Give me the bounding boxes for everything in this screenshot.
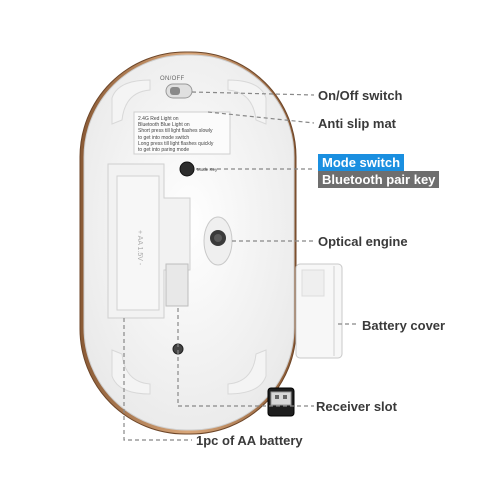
info-plate-text: 2.4G Red Light on Bluetooth Blue Light o… [138,116,226,153]
info-line: Short press till light flashes slowly [138,128,213,135]
info-line: to get into mode switch [138,134,190,141]
anti-slip-pad-top-right [227,79,267,125]
receiver-slot-opening [165,263,189,307]
callout-mode-switch: Mode switch [318,154,405,171]
info-line: Bluetooth Blue Light on [138,122,190,129]
info-plate [133,111,231,155]
callout-anti-slip-mat: Anti slip mat [318,116,397,131]
callout-onoff-switch: On/Off switch [318,88,403,103]
usb-receiver [267,387,295,417]
callout-lines [123,91,358,441]
callout-receiver-slot: Receiver slot [316,399,397,414]
mode-key-button [179,161,195,177]
callout-optical-engine: Optical engine [318,234,408,249]
info-line: Long press till light flashes quickly [138,140,214,147]
callout-bluetooth-pair-key: Bluetooth pair key [318,171,440,188]
svg-text:+ AA 1.5V -: + AA 1.5V - [136,230,143,266]
anti-slip-pad-bottom-right [227,349,267,395]
info-line: to get into paring mode [138,147,190,154]
callout-aa-battery: 1pc of AA battery [196,433,303,448]
anti-slip-pad-top-left [111,79,151,125]
onoff-engraving: ON/OFF [160,76,185,82]
mode-key-engraving: Mode Key [197,167,218,172]
info-line: 2.4G Red Light on [138,116,179,122]
aa-battery-slot [116,175,160,311]
callout-battery-cover: Battery cover [362,318,446,333]
anti-slip-pad-bottom-left [111,349,151,395]
